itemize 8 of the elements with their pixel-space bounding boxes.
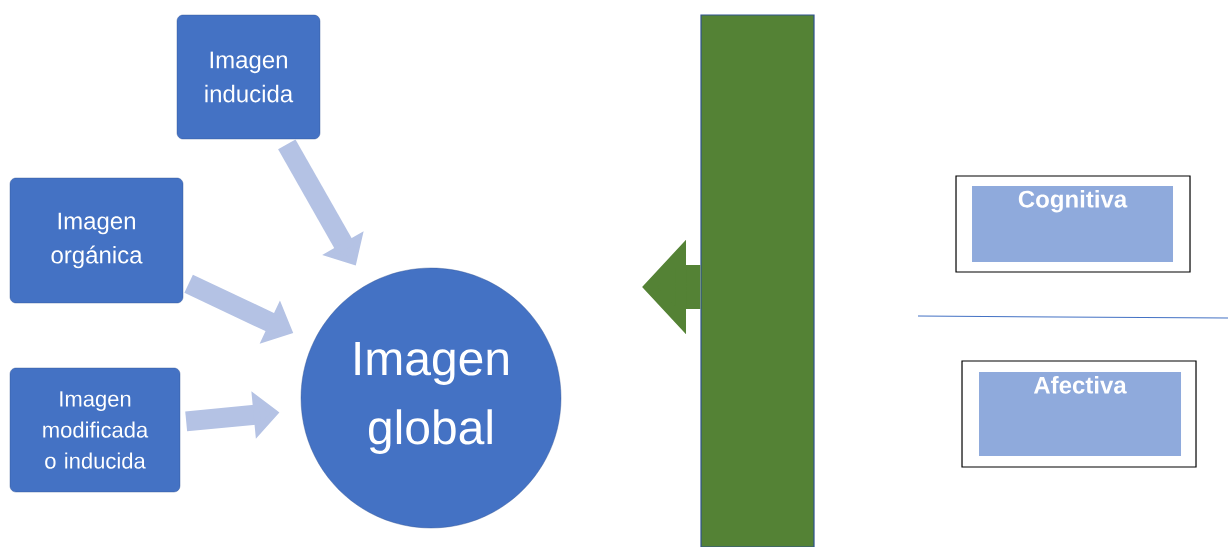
category-box: Afectiva: [979, 372, 1181, 456]
outline-box: [955, 175, 1191, 273]
vertical-bar: [700, 14, 815, 547]
process-box: Imagen inducida: [176, 14, 321, 140]
category-box: Cognitiva: [972, 186, 1173, 262]
outline-box: [961, 360, 1197, 468]
process-box: Imagen orgánica: [9, 177, 184, 304]
process-box: Imagen modificada o inducida: [9, 367, 181, 493]
